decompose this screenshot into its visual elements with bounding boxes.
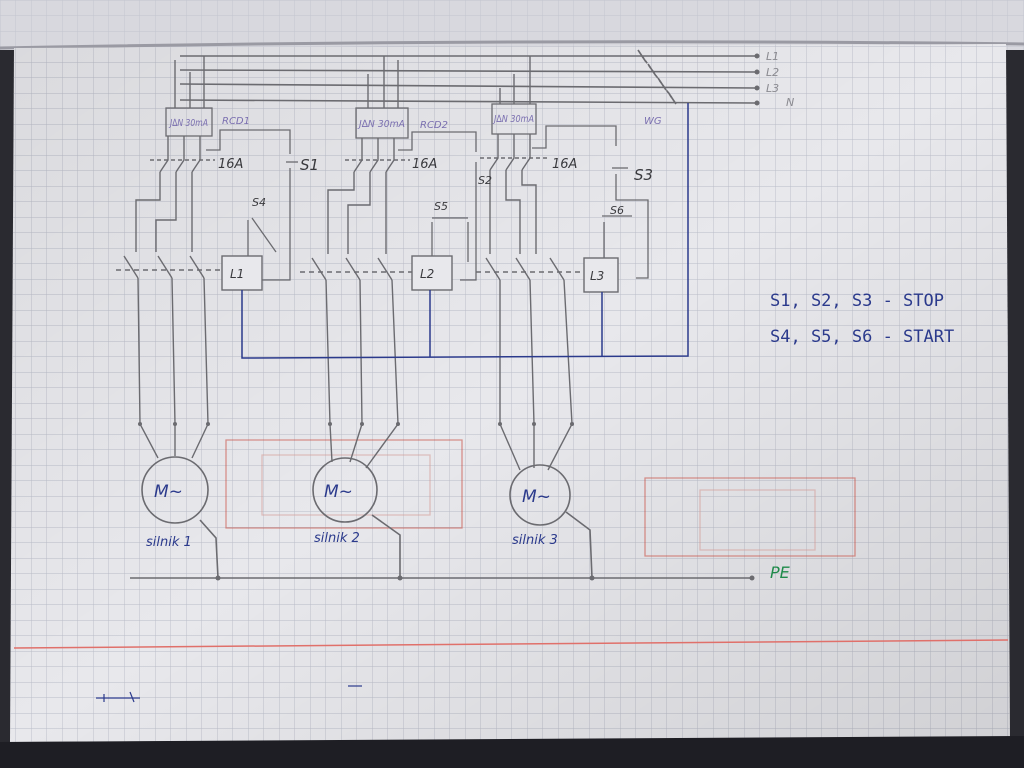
neutral-return — [241, 103, 689, 359]
motor-symbol-3: M~ — [522, 487, 551, 507]
desk — [0, 736, 1024, 768]
start-button-s6: S6 — [610, 204, 624, 217]
branch-wiring — [135, 134, 548, 254]
doodle — [96, 685, 362, 703]
stop-button-s3: S3 — [634, 166, 653, 184]
margin-line — [13, 639, 1009, 649]
pe-label: PE — [770, 563, 791, 582]
line-label-2: L2 — [766, 66, 779, 79]
line-label-3: L3 — [766, 82, 779, 95]
rcd-feeds — [174, 56, 531, 108]
start-button-s5: S5 — [434, 200, 448, 213]
breaker-rating-3: 16A — [552, 157, 577, 172]
contactor-contacts — [116, 255, 584, 281]
motors — [141, 456, 571, 526]
previous-page — [0, 0, 1024, 50]
rcd-label-2: RCD2 — [420, 120, 448, 131]
motor-symbol-1: M~ — [154, 482, 183, 502]
motor-caption-1: silnik 1 — [146, 535, 192, 550]
stop-button-s1: S1 — [300, 156, 319, 174]
motor-symbol-2: M~ — [324, 482, 353, 502]
pe-bus — [130, 511, 752, 579]
line-label-1: L1 — [766, 50, 779, 63]
rcd-rating-2: J∆N 30mA — [357, 119, 405, 130]
legend-stop: S1, S2, S3 - STOP — [770, 291, 944, 311]
erased-sketch — [225, 439, 856, 557]
legend-start: S4, S5, S6 - START — [770, 327, 954, 347]
motor-caption-3: silnik 3 — [512, 533, 558, 548]
supply-rails — [179, 49, 756, 105]
rcd-rating-1: J∆N 30mA — [168, 118, 208, 129]
breaker-rating-1: 16A — [218, 157, 243, 172]
coil-label-2: L2 — [420, 267, 434, 281]
line-label-n: N — [786, 96, 794, 109]
coil-label-1: L1 — [230, 267, 244, 281]
rcd-rating-3: J∆N 30mA — [492, 114, 534, 125]
stop-button-s2: S2 — [478, 174, 492, 187]
start-button-s4: S4 — [252, 196, 266, 209]
main-switch-label: WG — [644, 116, 662, 127]
motor-caption-2: silnik 2 — [314, 531, 360, 546]
supply-terminals — [754, 53, 760, 106]
rcd-label-1: RCD1 — [222, 116, 250, 127]
contactor-coils — [221, 255, 619, 293]
coil-label-3: L3 — [590, 269, 604, 283]
junction-dots — [138, 422, 755, 581]
breaker-rating-2: 16A — [412, 157, 437, 172]
notebook-page — [10, 44, 1010, 742]
